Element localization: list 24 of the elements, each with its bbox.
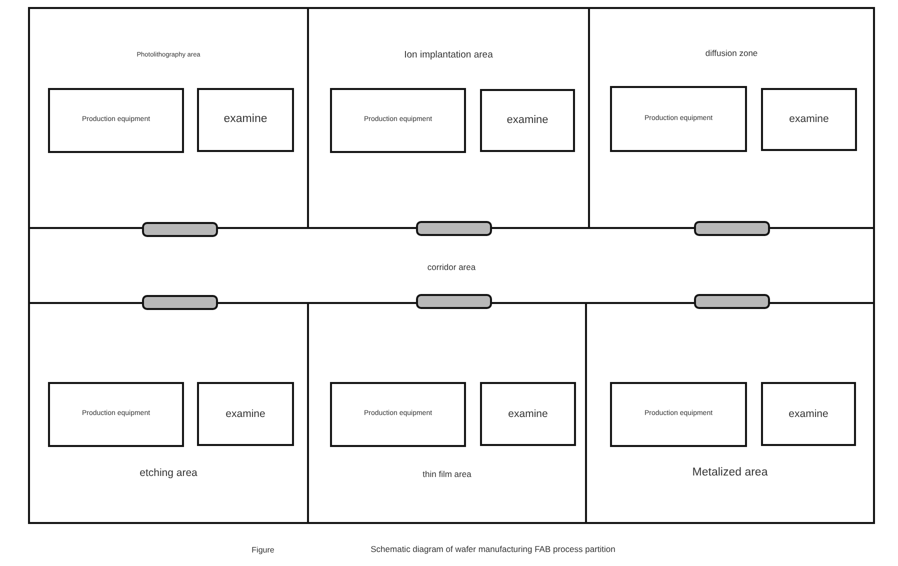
inspection-box: examine xyxy=(761,88,857,151)
inspection-box: examine xyxy=(197,88,294,152)
door-marker xyxy=(416,294,492,309)
process-area xyxy=(585,302,875,524)
inspection-box: examine xyxy=(480,89,575,152)
area-label: corridor area xyxy=(427,263,476,273)
door-marker xyxy=(142,222,218,237)
inspection-box: examine xyxy=(197,382,294,446)
figure-caption: Schematic diagram of wafer manufacturing FAB process partition xyxy=(370,545,616,555)
inspection-box: examine xyxy=(761,382,856,446)
door-marker xyxy=(694,221,770,236)
figure-label: Figure xyxy=(252,545,274,555)
door-marker xyxy=(416,221,492,236)
area-label: Metalized area xyxy=(692,466,768,480)
door-marker xyxy=(142,295,218,310)
area-label: Ion implantation area xyxy=(404,50,493,62)
process-area xyxy=(28,302,309,524)
area-label: thin film area xyxy=(422,470,472,480)
door-marker xyxy=(694,294,770,309)
process-area xyxy=(28,7,309,229)
inspection-box: examine xyxy=(480,382,576,446)
area-label: etching area xyxy=(140,466,198,480)
area-label: diffusion zone xyxy=(705,49,758,59)
process-area xyxy=(588,7,875,229)
